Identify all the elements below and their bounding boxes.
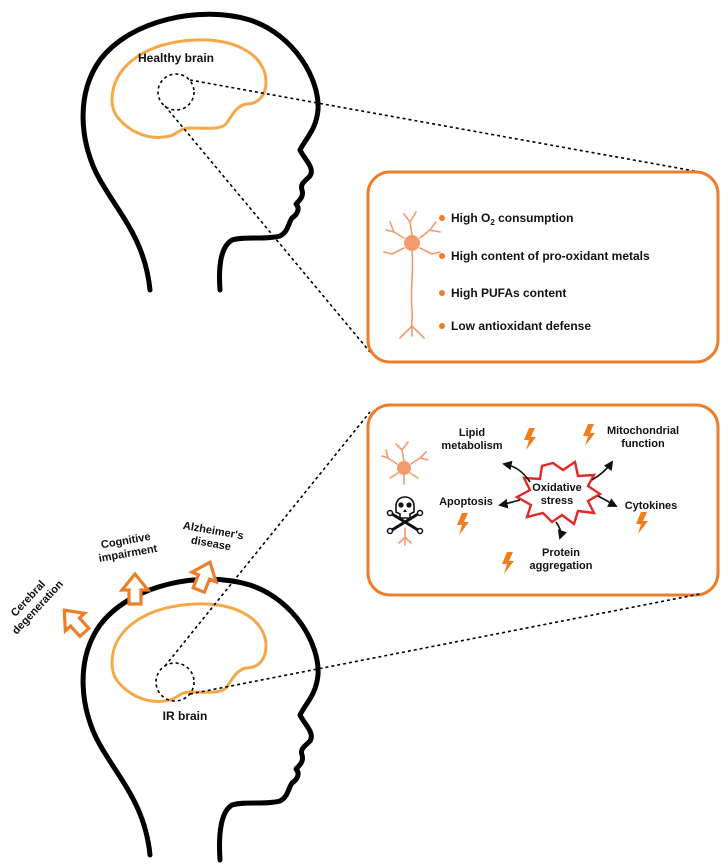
- bullet-icon: [439, 323, 445, 329]
- lipid-label-line1: Lipid: [459, 427, 485, 439]
- healthy-brain-label: Healthy brain: [138, 51, 214, 65]
- arrow-to-mito: [591, 460, 614, 481]
- cytokines-label: Cytokines: [625, 500, 678, 512]
- ir-brain-label: IR brain: [163, 709, 208, 723]
- zoom-line-bottom: [164, 105, 371, 353]
- apoptosis-label: Apoptosis: [439, 496, 493, 508]
- bullet-icon: [439, 253, 445, 259]
- healthy-head: [80, 11, 321, 293]
- neuron-icon: [383, 211, 441, 339]
- center-label-line2: stress: [541, 495, 573, 507]
- healthy-zoom-circle: [157, 73, 195, 111]
- zoom-line-top: [164, 411, 371, 667]
- factor-item: High O2 consumption: [439, 211, 573, 227]
- bullet-icon: [439, 215, 445, 221]
- lipid-label-line2: metabolism: [441, 440, 502, 452]
- svg-text:High O2 consumption: High O2 consumption: [451, 211, 573, 227]
- arrow-to-cytokines: [597, 495, 618, 507]
- arrow-to-apoptosis: [498, 499, 521, 509]
- healthy-factors-box: [366, 170, 720, 364]
- outcome-label-alzheimers: Alzheimer's disease: [182, 520, 244, 553]
- outcome-label-cognitive: Cognitive impairment: [98, 531, 159, 565]
- neuron-axon-icon: [398, 527, 412, 546]
- protein-label-line2: aggregation: [530, 560, 593, 572]
- protein-label-line1: Protein: [542, 547, 580, 559]
- up-arrow-icon: [118, 571, 152, 606]
- factor-text-post: consumption: [495, 211, 574, 225]
- factor-text-pre: High O: [451, 211, 490, 225]
- factor-item: High PUFAs content: [439, 286, 566, 300]
- factor-text-sub: 2: [490, 218, 495, 227]
- ir-zoom-circle: [155, 662, 195, 702]
- arrow-to-protein: [555, 521, 567, 540]
- arrow-to-lipid: [502, 460, 531, 483]
- effect-arrows: [498, 460, 618, 540]
- skull-crossbones-icon: [386, 496, 424, 535]
- mito-label-line1: Mitochondrial: [607, 425, 679, 437]
- zoom-line-top: [189, 79, 701, 173]
- center-label-line1: Oxidative: [532, 482, 582, 494]
- up-arrow-icon: [188, 559, 219, 595]
- outcome-label-cerebral: Cerebral degeneration: [9, 578, 66, 637]
- up-arrow-icon: [62, 608, 92, 639]
- ir-brain: [110, 602, 268, 703]
- factor-text: High PUFAs content: [451, 286, 566, 300]
- factor-text: High content of pro-oxidant metals: [451, 249, 650, 263]
- zoom-line-bottom: [189, 593, 701, 695]
- factor-list: High O2 consumption High content of pro-…: [439, 211, 650, 333]
- healthy-brain: [110, 38, 268, 139]
- oxidative-stress-burst: [514, 460, 603, 526]
- factor-item: High content of pro-oxidant metals: [439, 249, 650, 263]
- bullet-icon: [439, 290, 445, 296]
- mito-label-line2: function: [621, 438, 665, 450]
- factor-item: Low antioxidant defense: [439, 319, 591, 333]
- neuron-icon: [381, 441, 429, 485]
- factor-text: Low antioxidant defense: [451, 319, 591, 333]
- ir-head: [80, 576, 321, 863]
